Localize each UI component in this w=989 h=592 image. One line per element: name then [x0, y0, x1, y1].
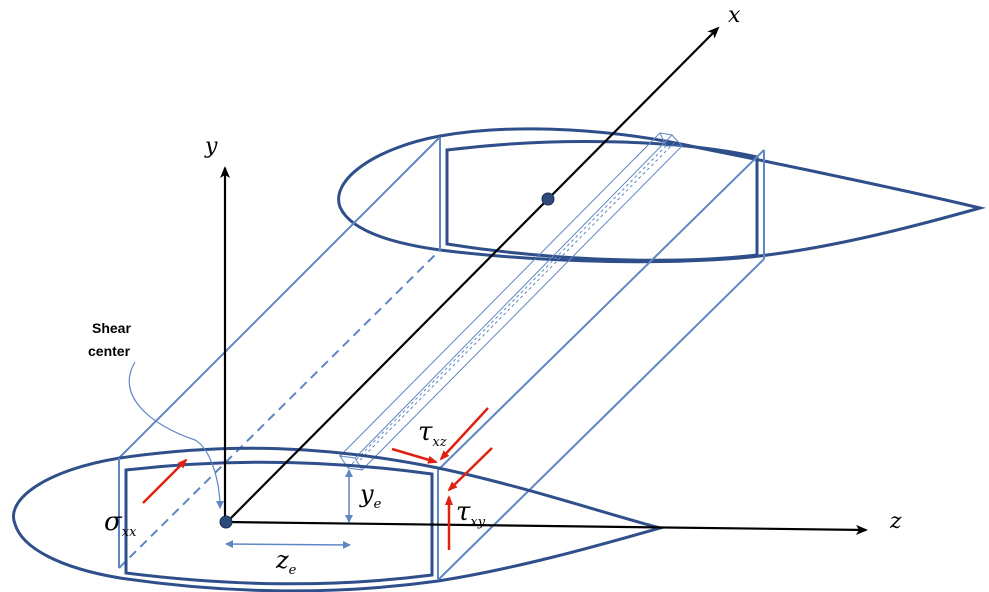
- edge-front-top: [118, 136, 441, 459]
- wing-box-edges: [118, 136, 765, 581]
- stringer-section-back: [659, 132, 684, 147]
- x-axis-line: [226, 26, 720, 523]
- ze-label: ze: [275, 546, 297, 578]
- tau-xz-arrow-horizontal: [391, 447, 438, 464]
- shear-center-callout: Shear center: [88, 320, 224, 509]
- x-axis-label: x: [728, 3, 741, 28]
- shear-center-label-line2: center: [88, 343, 131, 359]
- ze-dimension-arrow: [225, 540, 351, 549]
- dimension-arrows: [225, 469, 353, 549]
- stringer-line-2: [354, 134, 673, 459]
- back-airfoil-outline: [337, 127, 986, 264]
- z-axis-line: [226, 520, 868, 535]
- y-axis-label: y: [204, 134, 218, 159]
- back-airfoil-section: [337, 127, 986, 264]
- shear-center-node-front: [219, 515, 233, 529]
- sigma-xx-arrow: [142, 458, 188, 504]
- tau-xy-arrow-diagonal: [447, 447, 493, 492]
- edge-front-bottom: [118, 249, 441, 569]
- shear-center-node-back: [541, 192, 555, 206]
- tau-xy-label: τxy: [456, 497, 486, 530]
- stringer-section-front: [338, 455, 363, 471]
- sigma-xx-label: σxx: [104, 507, 137, 540]
- front-wingbox: [124, 460, 434, 586]
- coordinate-axes: [220, 26, 868, 535]
- tau-xz-label: τxz: [418, 417, 447, 450]
- edge-rear-top: [437, 149, 765, 471]
- stress-arrows: [142, 407, 493, 550]
- stringer-strip: [338, 132, 684, 471]
- back-wingbox: [445, 140, 759, 262]
- stringer-line-4: [347, 145, 667, 469]
- shear-center-label-line1: Shear: [92, 320, 131, 336]
- tau-xz-arrow-diagonal: [439, 407, 489, 461]
- edge-rear-bottom: [437, 258, 765, 581]
- stringer-line-3: [361, 145, 683, 471]
- ye-label: ye: [359, 480, 382, 512]
- stringer-line-1: [339, 132, 661, 457]
- z-axis-label: z: [889, 509, 902, 534]
- shear-center-leader: [128, 361, 224, 509]
- stringer-line-5: [359, 141, 676, 461]
